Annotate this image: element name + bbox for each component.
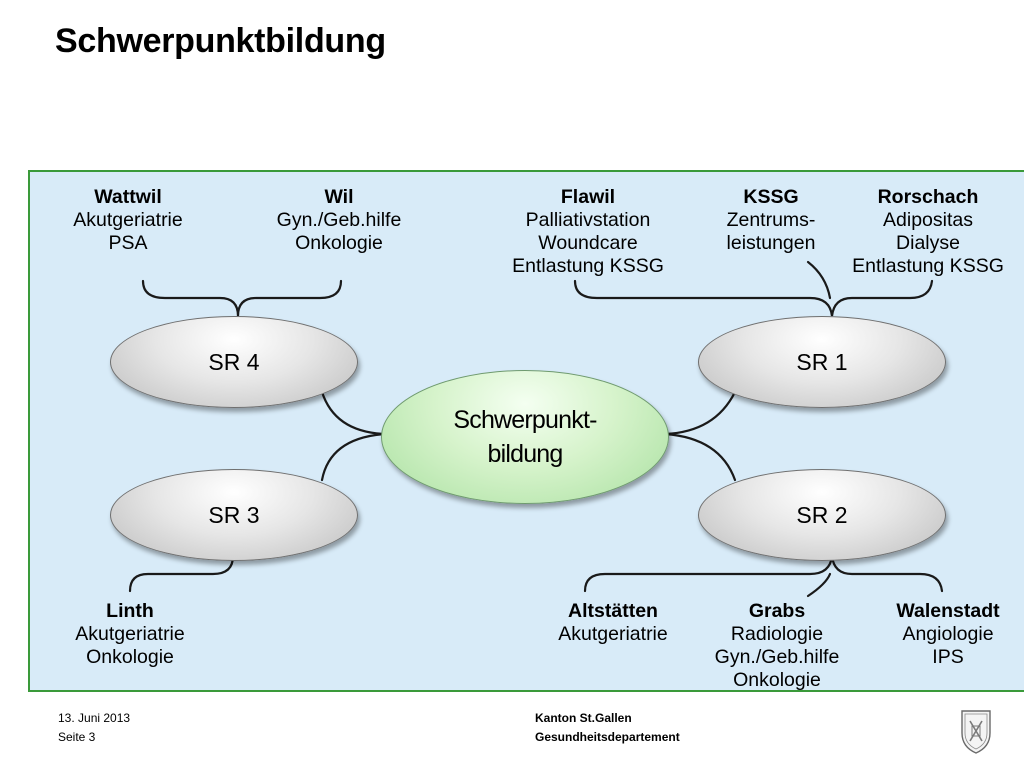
location-wattwil: Wattwil Akutgeriatrie PSA — [73, 186, 182, 255]
st-gallen-crest-icon — [961, 710, 991, 754]
brace-sr4 — [141, 279, 343, 317]
location-grabs: Grabs Radiologie Gyn./Geb.hilfe Onkologi… — [715, 600, 840, 692]
region-sr2: SR 2 — [698, 469, 946, 561]
footer-date: 13. Juni 2013 — [58, 711, 131, 725]
location-name: KSSG — [743, 186, 799, 208]
brace-sr3 — [128, 554, 235, 593]
location-name: Walenstadt — [896, 600, 1000, 622]
link-sr1-center — [663, 390, 737, 436]
link-sr4-center — [320, 390, 387, 436]
center-label: Schwerpunkt- bildung — [453, 403, 597, 471]
location-name: Flawil — [560, 186, 616, 208]
brace-sr1 — [573, 279, 934, 317]
brace-sr1-kssg — [806, 260, 832, 300]
location-service: Dialyse — [896, 232, 960, 254]
location-service: Onkologie — [733, 669, 821, 691]
location-service: Zentrums- — [726, 209, 816, 231]
link-sr2-center — [663, 432, 737, 482]
footer-meta: 13. Juni 2013 Seite 3 — [58, 709, 130, 747]
location-rorschach: Rorschach Adipositas Dialyse Entlastung … — [852, 186, 1004, 278]
location-name: Linth — [106, 600, 154, 622]
location-service: Radiologie — [730, 623, 824, 645]
region-sr4: SR 4 — [110, 316, 358, 408]
brace-sr2-grabs — [806, 572, 832, 598]
location-service: Entlastung KSSG — [512, 255, 664, 277]
location-name: Altstätten — [568, 600, 658, 622]
center-node: Schwerpunkt- bildung — [381, 370, 669, 504]
location-service: Adipositas — [883, 209, 973, 231]
link-sr3-center — [320, 432, 387, 482]
location-service: Gyn./Geb.hilfe — [714, 646, 840, 668]
location-name: Wattwil — [94, 186, 162, 208]
location-walenstadt: Walenstadt Angiologie IPS — [896, 600, 999, 669]
region-sr3: SR 3 — [110, 469, 358, 561]
location-service: Palliativstation — [525, 209, 651, 231]
location-service: Akutgeriatrie — [73, 209, 183, 231]
location-service: Onkologie — [295, 232, 383, 254]
location-name: Grabs — [748, 600, 806, 622]
location-linth: Linth Akutgeriatrie Onkologie — [75, 600, 184, 669]
slide-title: Schwerpunktbildung — [55, 22, 386, 60]
footer-organization: Kanton St.Gallen Gesundheitsdepartement — [535, 709, 680, 747]
location-service: PSA — [108, 232, 148, 254]
location-name: Wil — [324, 186, 354, 208]
location-service: Akutgeriatrie — [75, 623, 185, 645]
location-service: Akutgeriatrie — [558, 623, 668, 645]
location-service: IPS — [932, 646, 964, 668]
footer-org: Kanton St.Gallen — [535, 711, 632, 725]
location-service: Onkologie — [86, 646, 174, 668]
location-wil: Wil Gyn./Geb.hilfe Onkologie — [277, 186, 402, 255]
location-kssg: KSSG Zentrums- leistungen — [727, 186, 816, 255]
location-flawil: Flawil Palliativstation Woundcare Entlas… — [512, 186, 664, 278]
center-label-line: bildung — [487, 440, 563, 468]
location-service: Entlastung KSSG — [852, 255, 1004, 277]
region-sr1: SR 1 — [698, 316, 946, 408]
location-name: Rorschach — [877, 186, 979, 208]
center-label-line: Schwerpunkt- — [453, 406, 597, 434]
brace-sr2 — [583, 555, 944, 593]
location-service: leistungen — [726, 232, 816, 254]
location-service: Angiologie — [902, 623, 994, 645]
footer-page-number: Seite 3 — [58, 730, 96, 744]
location-service: Woundcare — [538, 232, 638, 254]
footer-department: Gesundheitsdepartement — [535, 730, 680, 744]
location-service: Gyn./Geb.hilfe — [276, 209, 402, 231]
location-altstaetten: Altstätten Akutgeriatrie — [558, 600, 667, 646]
